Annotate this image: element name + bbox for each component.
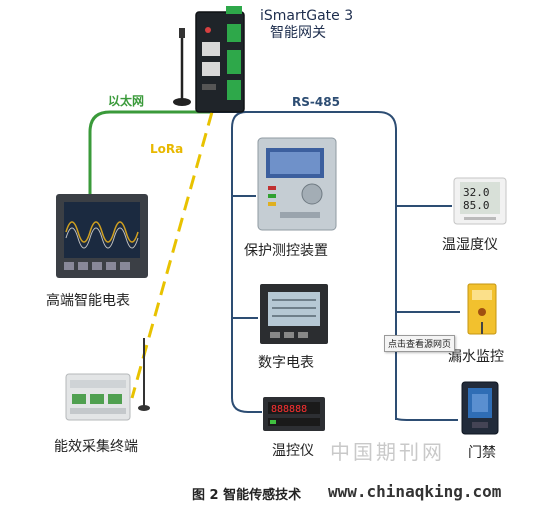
high-end-meter-label: 高端智能电表 [46, 293, 130, 309]
rs485-label: RS-485 [292, 95, 340, 109]
site-url[interactable]: www.chinaqking.com [328, 482, 502, 501]
energy-collector-icon [65, 338, 150, 421]
gateway-name: iSmartGate 3 智能网关 [260, 8, 353, 42]
protection-device-icon [257, 137, 337, 231]
rs485-bus-line [212, 111, 397, 420]
lora-line [130, 111, 214, 399]
high-end-meter-icon [56, 194, 148, 278]
digital-meter-label: 数字电表 [258, 355, 314, 371]
gateway-model: iSmartGate 3 [260, 8, 354, 24]
view-source-tooltip[interactable]: 点击查看源网页 [384, 335, 456, 352]
gateway-device-icon [173, 6, 245, 113]
ethernet-label: 以太网 [108, 94, 145, 108]
digital-meter-icon [260, 284, 328, 344]
leak-monitor-icon [467, 283, 497, 335]
ethernet-line [88, 110, 212, 196]
energy-collector-label: 能效采集终端 [54, 439, 138, 455]
temp-humidity-label: 温湿度仪 [442, 237, 498, 253]
temp-controller-label: 温控仪 [272, 443, 314, 459]
rs485-branch-access [395, 417, 458, 421]
figure-caption: 图 2 智能传感技术 [192, 488, 302, 503]
rs485-left-branch [231, 111, 262, 413]
access-control-label: 门禁 [468, 445, 496, 461]
protection-device-label: 保护测控装置 [244, 243, 328, 259]
leak-monitor-label: 漏水监控 [448, 349, 504, 365]
svg-text:888888: 888888 [271, 404, 307, 415]
gateway-type: 智能网关 [270, 25, 326, 41]
svg-text:32.0: 32.0 [463, 186, 490, 199]
access-control-icon [461, 381, 499, 435]
svg-text:85.0: 85.0 [463, 199, 490, 212]
temp-controller-icon: 888888 [263, 397, 325, 431]
lora-label: LoRa [150, 142, 184, 156]
temp-humidity-icon: 32.0 85.0 [453, 177, 507, 225]
journal-watermark: 中国期刊网 [330, 440, 445, 464]
